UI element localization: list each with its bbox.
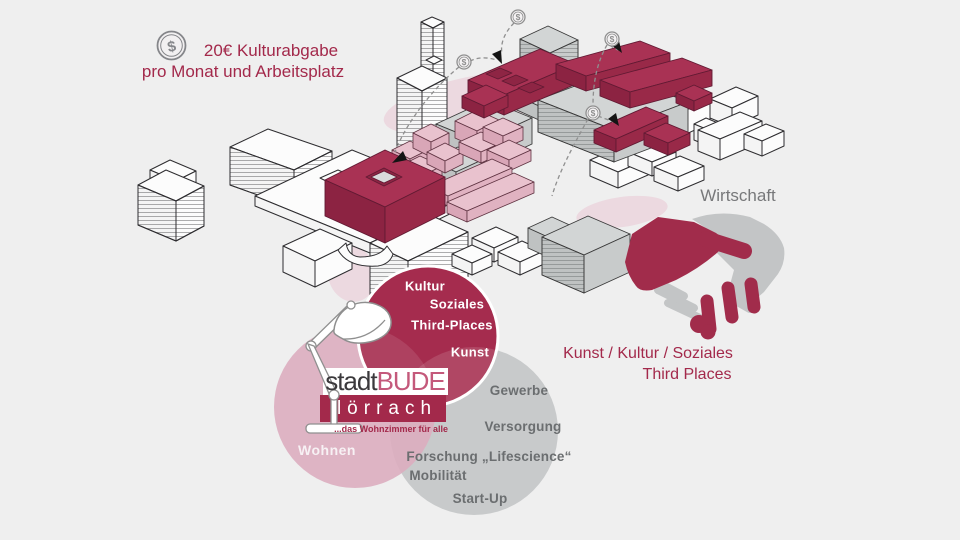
venn-label-mobilitaet: Mobilität <box>409 468 467 484</box>
venn-label-third-places: Third-Places <box>411 317 493 333</box>
red-buildings <box>324 40 713 244</box>
gray-buildings <box>429 25 689 294</box>
venn-label-gewerbe: Gewerbe <box>489 383 549 399</box>
svg-text:$: $ <box>591 108 596 118</box>
coin-icon: $ <box>456 54 472 70</box>
logo-tagline: ...das Wohnzimmer für alle <box>334 424 448 434</box>
logo-city: lörrach <box>336 398 438 420</box>
coin-icon: $ <box>510 9 526 25</box>
logo-part-stadt: stadt <box>325 366 377 397</box>
logo-wordmark: stadtBUDE <box>325 366 446 397</box>
logo-plates <box>320 368 448 422</box>
venn-label-kultur: Kultur <box>404 278 446 294</box>
handshake-caption-line2: Third Places <box>642 365 732 383</box>
coin-markers: $ $ $ $ <box>456 9 620 121</box>
handshake-icon <box>625 213 785 340</box>
venn-label-wohnen: Wohnen <box>298 441 356 458</box>
coin-icon: $ <box>585 105 601 121</box>
logo-part-bude: BUDE <box>376 366 446 397</box>
venn-label-soziales: Soziales <box>429 296 485 312</box>
wirtschaft-title: Wirtschaft <box>700 186 776 206</box>
handshake-caption-line1: Kunst / Kultur / Soziales <box>563 344 733 362</box>
svg-text:$: $ <box>610 34 615 44</box>
pink-buildings <box>391 109 535 223</box>
venn-label-forschung: Forschung „Lifescience“ <box>406 449 572 465</box>
venn-label-versorgung: Versorgung <box>484 419 562 435</box>
coin-icon: $ <box>604 31 620 47</box>
kulturabgabe-line1: 20€ Kulturabgabe <box>203 41 339 61</box>
svg-text:$: $ <box>516 12 521 22</box>
desk-lamp-illustration <box>305 300 392 434</box>
handshake-left-hand <box>625 217 723 291</box>
svg-text:$: $ <box>462 57 467 67</box>
venn-label-startup: Start-Up <box>452 491 508 507</box>
coin-dollar-icon: $ <box>156 30 187 61</box>
kulturabgabe-line2: pro Monat und Arbeitsplatz <box>141 62 345 82</box>
venn-label-kunst: Kunst <box>450 344 490 360</box>
